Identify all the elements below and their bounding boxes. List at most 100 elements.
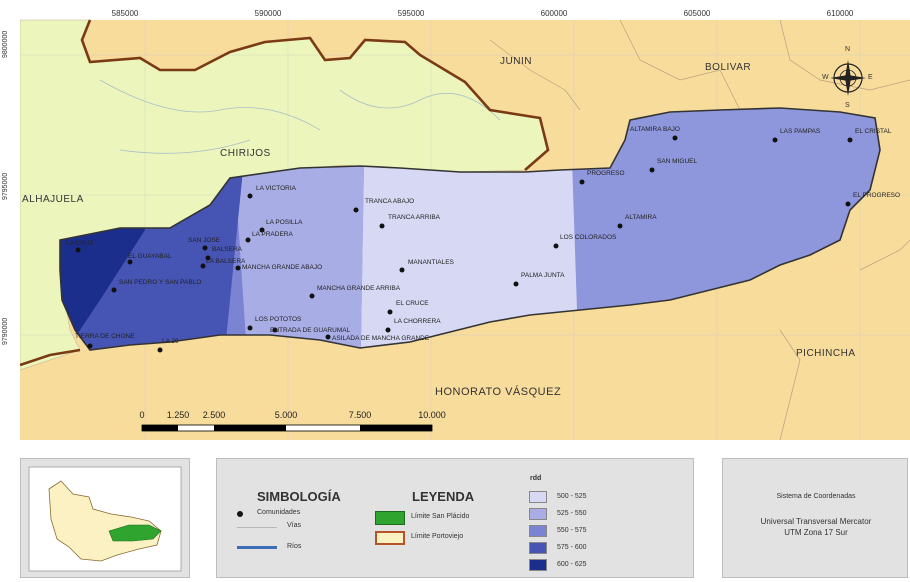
community-label: TRANCA ABAJO	[365, 198, 415, 205]
road-line-icon	[237, 527, 277, 528]
leyenda-title: LEYENDA	[412, 489, 475, 504]
class-swatch-3	[529, 525, 547, 537]
community-dot[interactable]	[247, 193, 253, 199]
class-swatch-1	[529, 491, 547, 503]
inset-map	[28, 466, 182, 572]
scale-tick: 5.000	[274, 410, 298, 420]
community-dot[interactable]	[579, 179, 585, 185]
community-dot[interactable]	[247, 325, 253, 331]
community-dot[interactable]	[617, 223, 623, 229]
region-chirijos: CHIRIJOS	[220, 148, 271, 159]
community-dot[interactable]	[513, 281, 519, 287]
class-swatch-2	[529, 508, 547, 520]
coordinates-panel: Sistema de Coordenadas Universal Transve…	[722, 458, 908, 578]
class-title: rdd	[530, 475, 542, 482]
community-dot[interactable]	[309, 293, 315, 299]
community-dot[interactable]	[127, 259, 133, 265]
scale-tick: 0	[139, 410, 145, 420]
zone-525-550-west	[230, 108, 365, 350]
community-label: PROGRESO	[587, 170, 625, 177]
community-dot[interactable]	[87, 343, 93, 349]
community-label: BALSERA	[212, 246, 242, 253]
community-label: LA PRADERA	[252, 231, 293, 238]
community-dot[interactable]	[399, 267, 405, 273]
community-dot[interactable]	[847, 137, 853, 143]
community-label: EL CRUCE	[396, 300, 429, 307]
community-dot[interactable]	[111, 287, 117, 293]
scale-tick: 7.500	[348, 410, 372, 420]
community-dot[interactable]	[245, 237, 251, 243]
community-dot[interactable]	[845, 201, 851, 207]
scale-tick: 1.250	[166, 410, 190, 420]
community-dot[interactable]	[379, 223, 385, 229]
class-label-3: 550 - 575	[557, 527, 587, 534]
community-label: SAN JOSE	[188, 237, 221, 244]
compass-s: S	[845, 102, 850, 109]
region-pichincha: PICHINCHA	[796, 348, 856, 359]
community-dot[interactable]	[672, 135, 678, 141]
scale-tick: 2.500	[202, 410, 226, 420]
river-line-icon	[237, 546, 277, 549]
compass-rose	[830, 60, 866, 96]
class-swatch-5	[529, 559, 547, 571]
scale-bar	[141, 424, 433, 432]
region-bolivar: BOLIVAR	[705, 62, 752, 73]
region-alhajuela: ALHAJUELA	[22, 194, 84, 205]
community-dot[interactable]	[387, 309, 393, 315]
community-dot[interactable]	[649, 167, 655, 173]
community-dot[interactable]	[385, 327, 391, 333]
coord-line1: Universal Transversal Mercator	[760, 517, 872, 526]
community-label: EL GUAYABAL	[128, 253, 172, 260]
scale-tick: 10.000	[418, 410, 446, 420]
community-label: MANCHA GRANDE ABAJO	[242, 264, 323, 271]
map-canvas	[20, 19, 910, 440]
community-label: LA CHORRERA	[394, 318, 441, 325]
compass-e: E	[868, 74, 873, 81]
community-label: TIERRA DE CHONE	[75, 333, 135, 340]
community-label: SAN MIGUEL	[657, 158, 698, 165]
class-label-4: 575 - 600	[557, 544, 587, 551]
grid-tick-top: 585000	[111, 9, 139, 18]
community-label: LAS PAMPAS	[780, 128, 821, 135]
community-dot[interactable]	[205, 255, 211, 261]
community-dot[interactable]	[772, 137, 778, 143]
grid-tick-left: 9800000	[2, 30, 9, 58]
community-dot[interactable]	[235, 265, 241, 271]
community-label: SAN PEDRO Y SAN PABLO	[119, 279, 202, 286]
community-dot[interactable]	[259, 227, 265, 233]
community-label: ENTRADA DE GUARUMAL	[270, 327, 351, 334]
community-dot[interactable]	[157, 347, 163, 353]
region-honorato: HONORATO VÁSQUEZ	[435, 386, 562, 398]
community-label: LA VICTORIA	[256, 185, 296, 192]
community-dot[interactable]	[75, 247, 81, 253]
community-label: EL PROGRESO	[853, 192, 901, 199]
community-dot[interactable]	[200, 263, 206, 269]
community-dot[interactable]	[353, 207, 359, 213]
simbologia-title: SIMBOLOGÍA	[257, 489, 341, 504]
coord-line2: UTM Zona 17 Sur	[784, 528, 848, 537]
community-label: LA 29	[162, 338, 179, 345]
provincial-border	[80, 19, 550, 171]
portoviejo-swatch	[375, 531, 405, 545]
community-dot[interactable]	[553, 243, 559, 249]
community-label: LA BALSERA	[206, 258, 246, 265]
inset-map-panel	[20, 458, 190, 578]
legend-panel: SIMBOLOGÍA Comunidades Vías Ríos LEYENDA…	[216, 458, 694, 578]
grid-tick-top: 590000	[254, 9, 282, 18]
grid-tick-top: 605000	[683, 9, 711, 18]
community-label: ALTAMIRA BAJO	[630, 126, 680, 133]
community-dot[interactable]	[202, 245, 208, 251]
grid-tick-left: 9795000	[2, 172, 9, 200]
legend-limite-portoviejo: Límite Portoviejo	[411, 533, 464, 540]
community-dot[interactable]	[325, 334, 331, 340]
community-label: ASILADA DE MANCHA GRANDE	[332, 335, 430, 342]
legend-vias: Vías	[287, 522, 302, 529]
community-dot[interactable]	[272, 327, 278, 333]
community-label: LA CRUZ	[66, 240, 94, 247]
community-label: MANANTIALES	[408, 259, 454, 266]
community-label: MANCHA GRANDE ARRIBA	[317, 285, 401, 292]
grid-tick-left: 9790000	[2, 317, 9, 345]
legend-rios: Ríos	[287, 543, 302, 550]
legend-limite-san-placido: Límite San Plácido	[411, 513, 470, 520]
grid-tick-top: 600000	[540, 9, 568, 18]
